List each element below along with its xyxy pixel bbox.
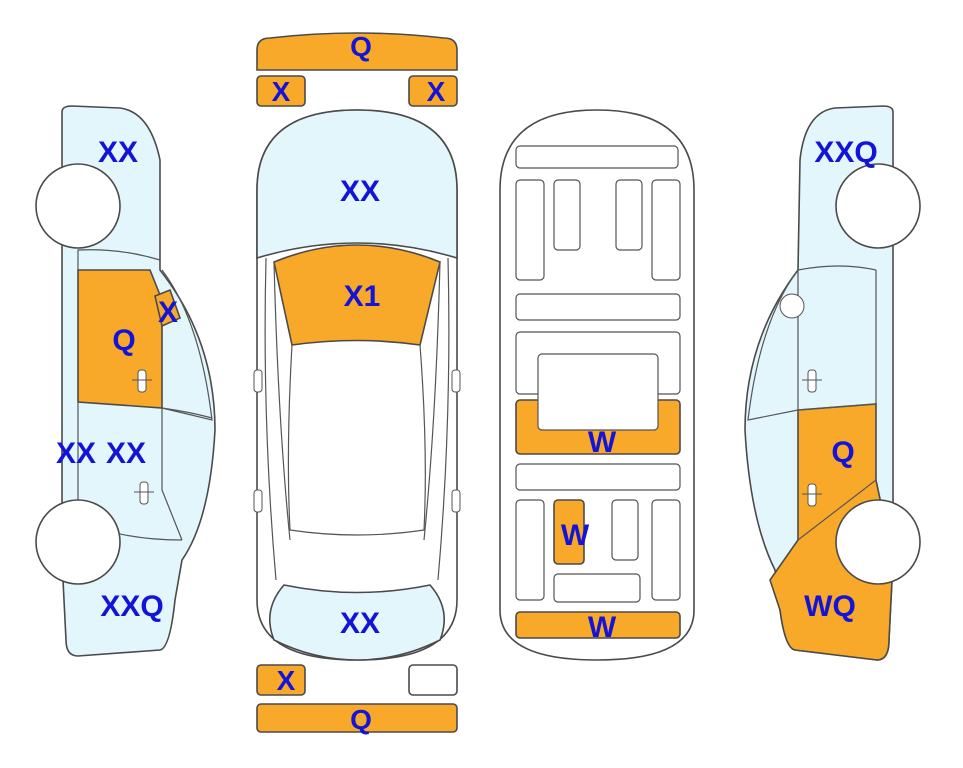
left-rear-quarter-label: XXQ: [100, 590, 163, 623]
cross-member-label: W: [588, 426, 617, 459]
left-rear-door-b-label: XX: [106, 437, 146, 470]
windshield-label: X1: [344, 280, 381, 313]
rear-panel-label: W: [588, 611, 617, 644]
left-rear-wheel: [35, 499, 121, 585]
right-rear-quarter[interactable]: [769, 403, 894, 661]
front-bumper-label: Q: [350, 31, 372, 62]
right-side-view: XXQ Q WQ: [744, 105, 921, 661]
rear-bumper[interactable]: [256, 703, 458, 733]
rear-panel[interactable]: [515, 611, 681, 639]
headlight-right-label: X: [427, 76, 446, 107]
left-front-door-corner[interactable]: [154, 288, 182, 328]
headlight-right[interactable]: [408, 75, 458, 107]
trunk[interactable]: [268, 584, 446, 661]
headlight-left-label: X: [272, 76, 291, 107]
right-front-fender-label: XXQ: [814, 136, 877, 169]
hood-label: XX: [340, 175, 380, 208]
left-front-wheel: [35, 163, 121, 249]
headlight-left[interactable]: [256, 75, 306, 107]
left-side-view: XX Q X XX XX XXQ: [35, 105, 216, 657]
right-rear-door-label: Q: [831, 436, 854, 469]
right-rear-quarter-label: WQ: [804, 590, 856, 623]
taillight-left-label: X: [277, 665, 296, 696]
underbody-view: W W W: [499, 109, 695, 661]
rear-bumper-label: Q: [350, 704, 372, 735]
left-front-door-label: Q: [112, 324, 135, 357]
trunk-label: XX: [340, 607, 380, 640]
taillight-right[interactable]: [408, 664, 458, 696]
left-rear-door-a-label: XX: [56, 437, 96, 470]
rear-rail-label: W: [561, 519, 590, 552]
taillight-left[interactable]: [256, 664, 306, 696]
top-view: Q X X XX X1 XX X Q: [253, 31, 461, 735]
front-bumper[interactable]: [256, 32, 458, 71]
left-front-fender-label: XX: [98, 136, 138, 169]
hood[interactable]: [256, 109, 458, 260]
rear-rail[interactable]: [553, 499, 585, 565]
right-front-wheel: [835, 163, 921, 249]
right-rear-wheel: [835, 499, 921, 585]
left-front-door-corner-label: X: [158, 296, 178, 329]
